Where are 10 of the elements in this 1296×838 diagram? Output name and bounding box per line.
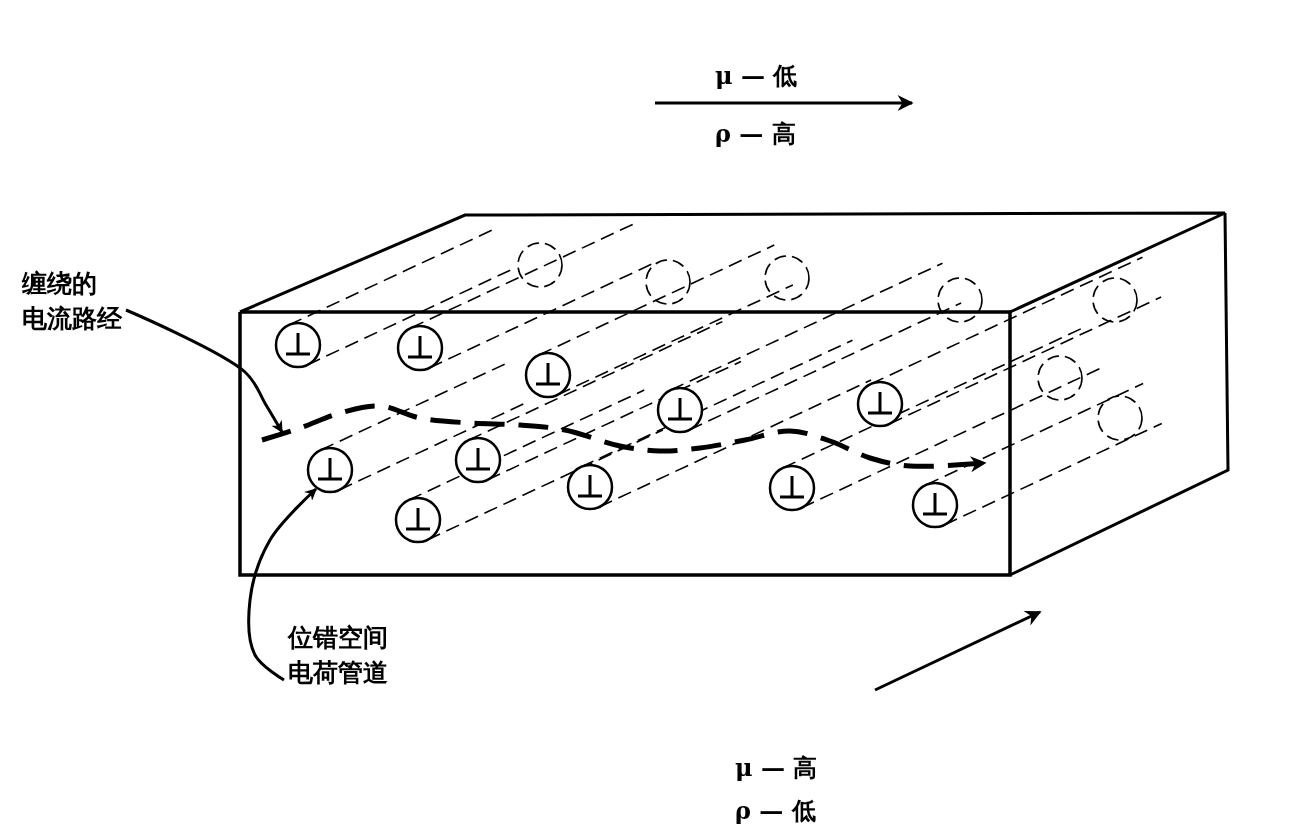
direction-label: ρ — 高 <box>715 118 796 150</box>
direction-label: ρ — 低 <box>735 795 816 827</box>
current-path-arrow <box>261 403 987 473</box>
leader-line <box>125 308 284 434</box>
leader-line <box>247 487 318 682</box>
direction-label: μ — 高 <box>735 752 818 784</box>
callout-label: 缠绕的电流路经 <box>22 266 122 336</box>
dislocation-circle <box>306 446 354 494</box>
direction-label: μ — 低 <box>715 60 798 92</box>
callout-label: 位错空间电荷管道 <box>288 620 388 690</box>
